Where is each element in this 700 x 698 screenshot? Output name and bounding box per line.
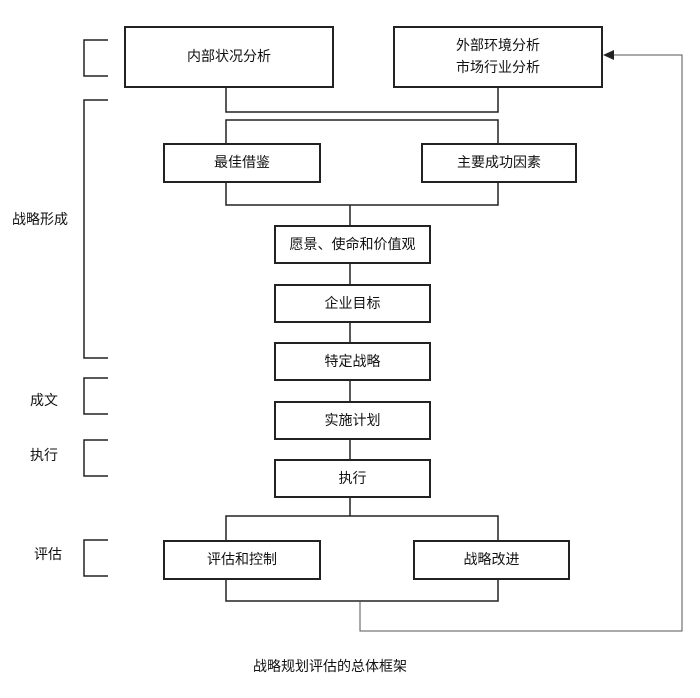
internal-analysis-box: 内部状况分析 [124, 26, 334, 88]
feedback-arrow-head [603, 50, 614, 60]
bracket-top [83, 39, 108, 77]
execution-box: 执行 [274, 459, 431, 498]
strategy-improvement-box: 战略改进 [413, 540, 570, 580]
key-success-factors-box: 主要成功因素 [421, 143, 577, 183]
diagram-caption: 战略规划评估的总体框架 [253, 659, 407, 675]
external-analysis-label-2: 市场行业分析 [456, 60, 540, 76]
phase-label-execution: 执行 [30, 448, 58, 464]
internal-analysis-label: 内部状况分析 [187, 49, 271, 65]
implementation-plan-label: 实施计划 [324, 412, 381, 429]
connector-analysis-merge [225, 88, 499, 113]
bracket-execution [83, 439, 108, 477]
evaluation-control-label: 评估和控制 [207, 552, 277, 568]
evaluation-control-box: 评估和控制 [163, 540, 321, 580]
strategy-improvement-label: 战略改进 [463, 552, 520, 568]
phase-label-evaluation: 评估 [34, 547, 62, 563]
best-practice-box: 最佳借鉴 [163, 143, 321, 183]
phase-label-documentation: 成文 [30, 393, 58, 409]
connector-merge-bottom [225, 580, 499, 602]
connector-fork-bottom [225, 515, 499, 540]
bracket-documentation [83, 377, 108, 415]
vision-mission-values-box: 愿景、使命和价值观 [274, 225, 431, 264]
best-practice-label: 最佳借鉴 [214, 155, 270, 171]
specific-strategy-label: 特定战略 [324, 353, 381, 370]
connector-merge-mid [225, 183, 499, 206]
corporate-goals-box: 企业目标 [274, 284, 431, 323]
connector-fork-top [225, 119, 499, 143]
bracket-evaluation [83, 539, 108, 577]
phase-label-formation: 战略形成 [12, 212, 68, 228]
implementation-plan-box: 实施计划 [274, 401, 431, 440]
external-analysis-label-1: 外部环境分析 [456, 38, 540, 54]
feedback-loop-line [359, 54, 683, 632]
bracket-formation [83, 99, 108, 359]
corporate-goals-label: 企业目标 [324, 295, 381, 312]
vision-mission-values-label: 愿景、使命和价值观 [289, 236, 416, 253]
execution-label: 执行 [338, 470, 367, 487]
key-success-factors-label: 主要成功因素 [457, 155, 541, 171]
specific-strategy-box: 特定战略 [274, 342, 431, 381]
external-analysis-box: 外部环境分析 市场行业分析 [393, 26, 603, 88]
